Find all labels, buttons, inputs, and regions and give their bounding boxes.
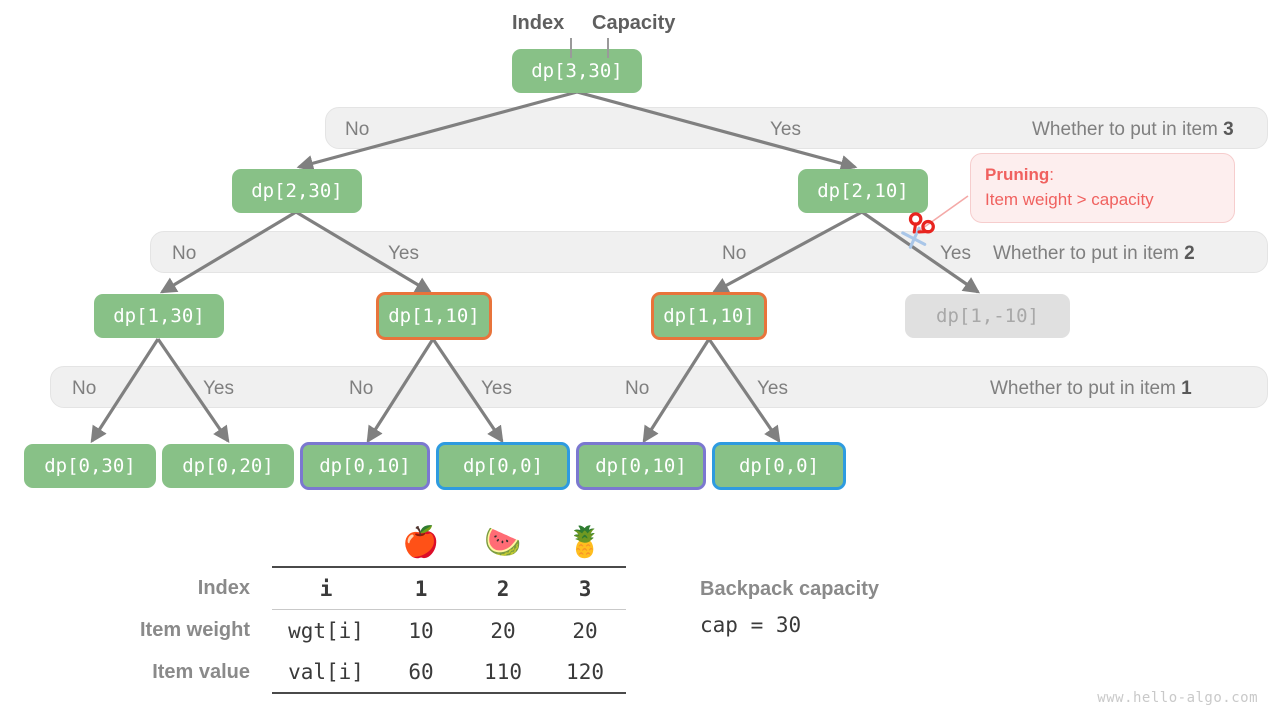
band1-choice-no-2: No xyxy=(349,378,374,399)
pruning-reason: Item weight > capacity xyxy=(985,189,1154,209)
band3-choice-no: No xyxy=(345,119,370,140)
index-value-3: 3 xyxy=(544,566,627,610)
band-item-3 xyxy=(325,107,1268,149)
table-row-fruits: 🍎 🍉 🍍 xyxy=(140,520,626,567)
band2-question-item: 2 xyxy=(1184,243,1195,264)
row-label-value: Item value xyxy=(152,660,251,683)
row-label-weight: Item weight xyxy=(140,618,251,641)
leaf-node-0-10-b[interactable]: dp[0,10] xyxy=(576,442,706,490)
tree-node-1-neg10-pruned[interactable]: dp[1,-10] xyxy=(905,294,1070,338)
row-label-index: Index xyxy=(197,576,251,599)
band3-question-item: 3 xyxy=(1223,119,1234,140)
band2-question: Whether to put in item 2 xyxy=(993,244,1195,263)
band1-choice-yes-3: Yes xyxy=(757,378,788,399)
table-row-value: Item value val[i] 60 110 120 xyxy=(140,651,627,694)
tree-node-2-10[interactable]: dp[2,10] xyxy=(798,169,928,213)
tree-node-1-10-left[interactable]: dp[1,10] xyxy=(376,292,492,340)
band-item-1 xyxy=(50,366,1268,408)
tree-node-1-10-right[interactable]: dp[1,10] xyxy=(651,292,767,340)
value-value-2: 110 xyxy=(462,651,545,694)
band3-question-text: Whether to put in item xyxy=(1032,119,1224,140)
band1-choice-yes-2: Yes xyxy=(481,378,512,399)
header-tick-lines xyxy=(570,38,609,58)
band3-choice-yes: Yes xyxy=(770,119,801,140)
watermelon-icon: 🍉 xyxy=(484,525,522,560)
pruning-title-line: Pruning: xyxy=(985,163,1220,188)
row-key-value: val[i] xyxy=(272,651,381,694)
band2-choice-no-1: No xyxy=(172,243,197,264)
band1-question-item: 1 xyxy=(1181,378,1192,399)
pineapple-icon: 🍍 xyxy=(566,525,604,560)
capacity-note: Backpack capacity cap = 30 xyxy=(700,578,879,637)
tree-node-root[interactable]: dp[3,30] xyxy=(512,49,642,93)
weight-value-3: 20 xyxy=(544,609,627,651)
apple-icon: 🍎 xyxy=(402,525,440,560)
header-capacity-label: Capacity xyxy=(592,12,676,34)
band2-choice-yes-2: Yes xyxy=(940,243,971,264)
items-table: 🍎 🍉 🍍 Index i 1 2 3 Item weight wgt[i] 1… xyxy=(140,520,627,694)
band2-question-text: Whether to put in item xyxy=(993,243,1185,264)
band3-question: Whether to put in item 3 xyxy=(1032,120,1234,139)
band2-choice-yes-1: Yes xyxy=(388,243,419,264)
pruning-colon: : xyxy=(1049,165,1054,184)
band-item-2 xyxy=(150,231,1268,273)
row-key-index: i xyxy=(272,566,381,610)
band2-choice-no-2: No xyxy=(722,243,747,264)
leaf-node-0-0-b[interactable]: dp[0,0] xyxy=(712,442,846,490)
band1-choice-no-3: No xyxy=(625,378,650,399)
tree-node-1-30[interactable]: dp[1,30] xyxy=(94,294,224,338)
value-value-3: 120 xyxy=(544,651,627,694)
leaf-node-0-20[interactable]: dp[0,20] xyxy=(162,444,294,488)
watermark: www.hello-algo.com xyxy=(1097,690,1258,706)
leaf-node-0-30[interactable]: dp[0,30] xyxy=(24,444,156,488)
tree-node-2-30[interactable]: dp[2,30] xyxy=(232,169,362,213)
row-key-weight: wgt[i] xyxy=(272,609,381,651)
band1-choice-no-1: No xyxy=(72,378,97,399)
weight-value-1: 10 xyxy=(380,609,463,651)
capacity-value: cap = 30 xyxy=(700,613,802,637)
index-value-1: 1 xyxy=(380,566,463,610)
scissors-icon xyxy=(901,212,935,249)
pruning-callout: Pruning: Item weight > capacity xyxy=(970,153,1235,223)
capacity-title: Backpack capacity xyxy=(700,578,880,600)
pruning-title: Pruning xyxy=(985,165,1050,184)
band1-choice-yes-1: Yes xyxy=(203,378,234,399)
band1-question: Whether to put in item 1 xyxy=(990,379,1192,398)
table-row-index: Index i 1 2 3 xyxy=(140,566,627,610)
leaf-node-0-10-a[interactable]: dp[0,10] xyxy=(300,442,430,490)
value-value-1: 60 xyxy=(380,651,463,694)
weight-value-2: 20 xyxy=(462,609,545,651)
index-value-2: 2 xyxy=(462,566,545,610)
band1-question-text: Whether to put in item xyxy=(990,378,1182,399)
leaf-node-0-0-a[interactable]: dp[0,0] xyxy=(436,442,570,490)
table-row-weight: Item weight wgt[i] 10 20 20 xyxy=(140,609,627,651)
header-index-label: Index xyxy=(512,12,565,34)
